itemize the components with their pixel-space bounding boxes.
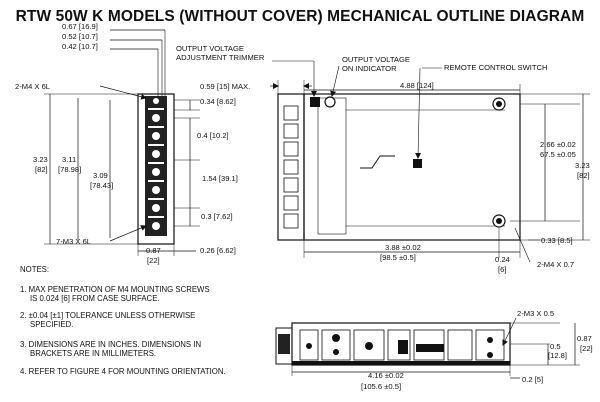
dim-02: 0.2 [5] bbox=[522, 375, 543, 384]
center-view: OUTPUT VOLTAGE ADJUSTMENT TRIMMER OUTPUT… bbox=[176, 44, 590, 274]
led-indicator-icon bbox=[324, 96, 336, 108]
dim-087: 0.87 bbox=[146, 246, 161, 255]
remote-switch-label: REMOTE CONTROL SWITCH bbox=[444, 63, 548, 72]
note-3-line-1: 3. DIMENSIONS ARE IN INCHES. DIMENSIONS … bbox=[20, 340, 201, 349]
dim-034: 0.34 [8.62] bbox=[200, 97, 236, 106]
bottom-view: 2-M3 X 0.5 0.87 [22] 0.5 [12.8] 4.16 ±0.… bbox=[275, 309, 593, 391]
note-1-line-2: IS 0.024 [6] FROM CASE SURFACE. bbox=[30, 294, 160, 303]
dim-05: 0.5 bbox=[550, 342, 561, 351]
screw-label-top: 2-M4 X 6L bbox=[15, 82, 50, 91]
dim-042: 0.42 [10.7] bbox=[62, 42, 98, 51]
dim-311: 3.11 bbox=[62, 155, 76, 164]
dim-03: 0.3 [7.62] bbox=[201, 212, 233, 221]
dim-033: 0.33 [8.5] bbox=[541, 236, 573, 245]
dim-067: 0.67 [16.9] bbox=[62, 22, 98, 31]
dim-311-mm: [78.98] bbox=[58, 165, 81, 174]
dim-309: 3.09 bbox=[93, 171, 108, 180]
dim-087-side-mm: [22] bbox=[580, 344, 593, 353]
dim-087-side: 0.87 bbox=[577, 334, 592, 343]
indicator-label-2: ON INDICATOR bbox=[342, 64, 397, 73]
notes: NOTES: 1. MAX PENETRATION OF M4 MOUNTING… bbox=[20, 265, 226, 376]
dim-024-mm: [6] bbox=[498, 265, 506, 274]
diagram-title: RTW 50W K MODELS (WITHOUT COVER) MECHANI… bbox=[15, 8, 585, 25]
screw-label-bottom: 7-M3 X 6L bbox=[56, 237, 91, 246]
dim-323-mm: [82] bbox=[35, 165, 48, 174]
dim-488: 4.88 [124] bbox=[400, 81, 434, 90]
note-4: 4. REFER TO FIGURE 4 FOR MOUNTING ORIENT… bbox=[20, 367, 226, 376]
front-panel-slots bbox=[283, 105, 299, 229]
remote-switch-icon bbox=[413, 159, 422, 168]
notes-heading: NOTES: bbox=[20, 265, 49, 274]
dim-416-mm: [105.6 ±0.5] bbox=[361, 382, 401, 391]
note-2-line-1: 2. ±0.04 [±1] TOLERANCE UNLESS OTHERWISE bbox=[20, 311, 195, 320]
terminal-screws bbox=[148, 98, 164, 230]
note-1-line-1: 1. MAX PENETRATION OF M4 MOUNTING SCREWS bbox=[20, 285, 210, 294]
dim-04: 0.4 [10.2] bbox=[197, 131, 229, 140]
dim-323-center: 3.23 bbox=[575, 161, 590, 170]
dim-154: 1.54 [39.1] bbox=[202, 174, 238, 183]
dim-388-mm: [98.5 ±0.5] bbox=[380, 253, 416, 262]
side-screw-label: 2-M3 X 0.5 bbox=[517, 309, 554, 318]
note-3-line-2: BRACKETS ARE IN MILLIMETERS. bbox=[30, 349, 156, 358]
dim-087-mm: [22] bbox=[147, 256, 160, 265]
dim-266-mm: 67.5 ±0.05 bbox=[540, 150, 576, 159]
trimmer-icon bbox=[310, 97, 320, 107]
indicator-label-1: OUTPUT VOLTAGE bbox=[342, 55, 410, 64]
pcb-body bbox=[303, 93, 521, 241]
left-view: 0.67 [16.9] 0.52 [10.7] 0.42 [10.7] 2-M4… bbox=[15, 22, 238, 265]
dim-052: 0.52 [10.7] bbox=[62, 32, 98, 41]
terminal-block bbox=[145, 96, 167, 236]
front-panel bbox=[277, 93, 305, 241]
dim-309-mm: [78.43] bbox=[90, 181, 113, 190]
dim-026: 0.26 [6.62] bbox=[200, 246, 236, 255]
dim-388: 3.88 ±0.02 bbox=[385, 243, 421, 252]
trimmer-label-2: ADJUSTMENT TRIMMER bbox=[176, 53, 265, 62]
left-body bbox=[137, 93, 175, 245]
dim-416: 4.16 ±0.02 bbox=[368, 371, 404, 380]
note-2-line-2: SPECIFIED. bbox=[30, 320, 73, 329]
dim-323: 3.23 bbox=[33, 155, 48, 164]
trimmer-label-1: OUTPUT VOLTAGE bbox=[176, 44, 244, 53]
dim-323-center-mm: [82] bbox=[577, 171, 590, 180]
dim-059: 0.59 [15] MAX. bbox=[200, 82, 250, 91]
dim-024: 0.24 bbox=[495, 255, 510, 264]
mount-screw-label: 2-M4 X 0.7 bbox=[537, 260, 574, 269]
dim-266: 2.66 ±0.02 bbox=[540, 140, 576, 149]
dim-05-mm: [12.8] bbox=[548, 351, 567, 360]
